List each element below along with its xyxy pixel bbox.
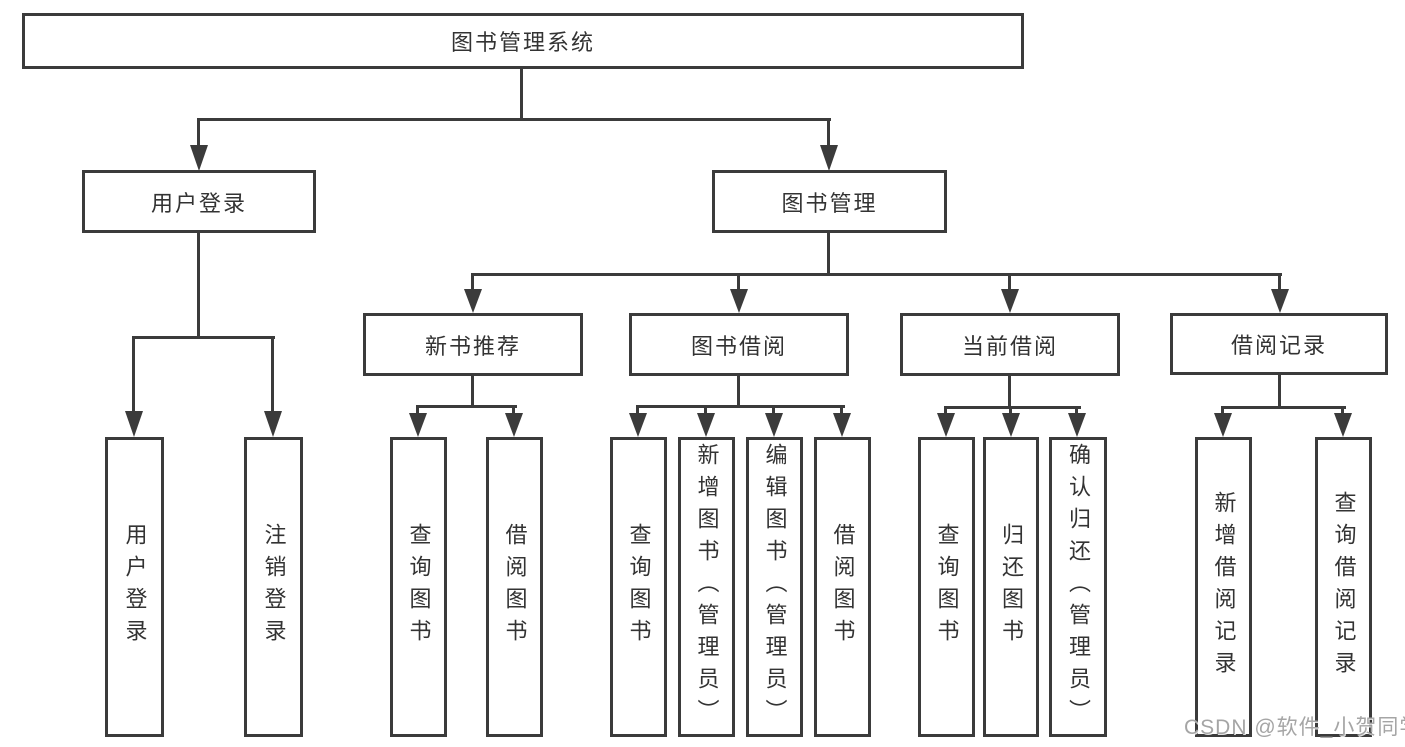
arrowhead-icon xyxy=(1214,413,1232,437)
leaf-query-borrow-record: 查询借阅记录 xyxy=(1315,437,1372,737)
connector-line xyxy=(197,118,200,148)
connector-line xyxy=(1008,374,1011,409)
connector-line xyxy=(132,336,275,339)
connector-line xyxy=(737,273,740,291)
node-label: 借阅图书 xyxy=(830,523,856,651)
connector-line xyxy=(636,405,639,417)
connector-line xyxy=(1221,406,1346,409)
connector-line xyxy=(520,67,523,120)
connector-line xyxy=(1341,406,1344,417)
node-user-login: 用户登录 xyxy=(82,170,316,233)
connector-line xyxy=(132,336,135,412)
node-label: 图书管理 xyxy=(781,190,878,216)
node-label: 用户登录 xyxy=(150,190,247,216)
node-label: 归还图书 xyxy=(999,523,1024,651)
node-label: 借阅图书 xyxy=(502,523,528,651)
arrowhead-icon xyxy=(820,145,838,171)
arrowhead-icon xyxy=(464,289,482,313)
node-label: 注销登录 xyxy=(261,523,287,651)
connector-line xyxy=(772,405,775,417)
connector-line xyxy=(840,405,843,417)
node-label: 查询借阅记录 xyxy=(1331,491,1357,683)
node-new-book-recommend: 新书推荐 xyxy=(363,313,583,376)
arrowhead-icon xyxy=(1002,413,1020,437)
arrowhead-icon xyxy=(697,413,715,437)
node-label: 借阅记录 xyxy=(1230,333,1327,358)
connector-line xyxy=(271,336,274,412)
leaf-confirm-return-admin: 确认归还（管理员） xyxy=(1049,437,1107,737)
node-label: 用户登录 xyxy=(122,523,148,651)
leaf-query-books: 查询图书 xyxy=(390,437,447,737)
connector-line xyxy=(1278,273,1281,291)
leaf-user-login: 用户登录 xyxy=(105,437,164,737)
connector-line xyxy=(1278,374,1281,409)
node-label: 新书推荐 xyxy=(424,333,521,359)
arrowhead-icon xyxy=(1334,413,1352,437)
connector-line xyxy=(416,405,419,417)
connector-line xyxy=(827,232,830,276)
leaf-add-book-admin: 新增图书（管理员） xyxy=(678,437,735,737)
node-borrow-records: 借阅记录 xyxy=(1170,313,1388,375)
node-label: 查询图书 xyxy=(406,523,432,651)
connector-line xyxy=(944,406,947,417)
connector-line xyxy=(636,405,845,408)
leaf-logout: 注销登录 xyxy=(244,437,303,737)
arrowhead-icon xyxy=(190,145,208,171)
node-label: 编辑图书（管理员） xyxy=(762,443,788,731)
connector-line xyxy=(704,405,707,417)
leaf-add-borrow-record: 新增借阅记录 xyxy=(1195,437,1252,737)
connector-line xyxy=(416,405,517,408)
node-label: 新增借阅记录 xyxy=(1211,491,1237,683)
node-label: 图书借阅 xyxy=(690,333,787,359)
arrowhead-icon xyxy=(125,411,143,437)
arrowhead-icon xyxy=(730,289,748,313)
connector-line xyxy=(1221,406,1224,417)
node-label: 新增图书（管理员） xyxy=(694,443,720,731)
arrowhead-icon xyxy=(1001,289,1019,313)
leaf-query-books: 查询图书 xyxy=(610,437,667,737)
connector-line xyxy=(737,374,740,408)
arrowhead-icon xyxy=(629,413,647,437)
watermark: CSDN @软件_小贺同学 xyxy=(1184,716,1405,739)
arrowhead-icon xyxy=(937,413,955,437)
node-label: 确认归还（管理员） xyxy=(1066,443,1091,731)
connector-line xyxy=(944,406,1081,409)
arrowhead-icon xyxy=(1068,413,1086,437)
node-label: 当前借阅 xyxy=(961,333,1058,359)
arrowhead-icon xyxy=(765,413,783,437)
leaf-borrow-books: 借阅图书 xyxy=(486,437,543,737)
connector-line xyxy=(512,405,515,417)
arrowhead-icon xyxy=(833,413,851,437)
node-label: 查询图书 xyxy=(626,523,652,651)
leaf-query-books: 查询图书 xyxy=(918,437,975,737)
arrowhead-icon xyxy=(264,411,282,437)
leaf-borrow-books: 借阅图书 xyxy=(814,437,871,737)
connector-line xyxy=(471,273,474,291)
node-label: 查询图书 xyxy=(934,523,960,651)
leaf-return-book: 归还图书 xyxy=(983,437,1039,737)
node-book-borrowing: 图书借阅 xyxy=(629,313,849,376)
connector-line xyxy=(197,232,200,336)
connector-line xyxy=(1008,273,1011,291)
arrowhead-icon xyxy=(505,413,523,437)
arrowhead-icon xyxy=(409,413,427,437)
leaf-edit-book-admin: 编辑图书（管理员） xyxy=(746,437,803,737)
arrowhead-icon xyxy=(1271,289,1289,313)
connector-line xyxy=(1075,406,1078,417)
node-label: 图书管理系统 xyxy=(450,30,595,55)
connector-line xyxy=(471,374,474,408)
node-book-management: 图书管理 xyxy=(712,170,947,233)
connector-line xyxy=(827,118,830,148)
connector-line xyxy=(197,118,831,121)
connector-line xyxy=(1009,406,1012,417)
node-library-management-system: 图书管理系统 xyxy=(22,13,1024,69)
node-current-borrowing: 当前借阅 xyxy=(900,313,1120,376)
connector-line xyxy=(471,273,1282,276)
